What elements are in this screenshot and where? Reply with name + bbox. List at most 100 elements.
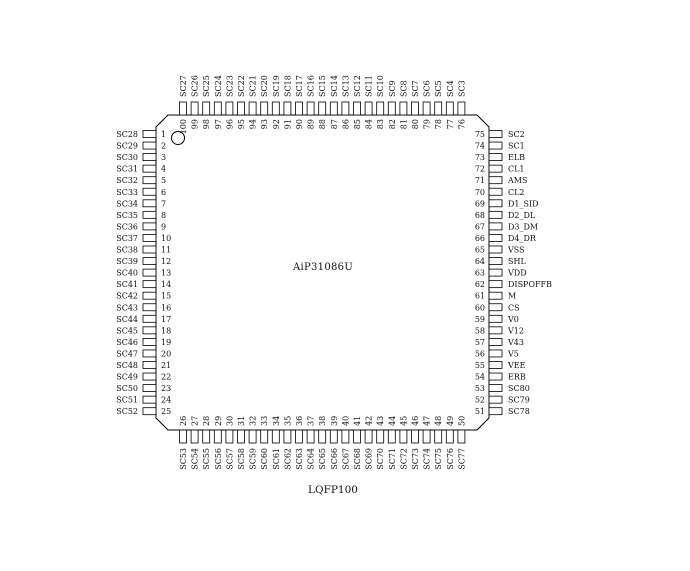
pin-number: 61 [475,292,485,301]
pin-number: 72 [475,165,485,174]
pin-name: SC45 [116,326,138,335]
pin-number: 31 [237,416,246,426]
pin-lead [142,361,157,369]
pin-name: SC34 [116,199,138,208]
pin-number: 54 [475,373,485,382]
pin-name: SC6 [423,80,432,97]
pin-lead [488,234,503,242]
pin-lead [488,245,503,254]
pin-lead [142,153,157,162]
pin-lead [318,429,327,444]
pin-number: 5 [161,176,166,185]
pin-name: V5 [507,349,519,358]
pin1-marker [171,131,185,145]
pin-number: 91 [283,119,292,129]
pin-lead [353,429,361,444]
pin-name: SC15 [318,75,327,97]
pin-lead [202,429,211,444]
pin-lead [248,429,257,444]
pin-number: 49 [446,416,455,426]
pin-name: SC8 [399,80,408,97]
pin-number: 14 [161,280,171,289]
pin-number: 87 [330,119,339,129]
pin-number: 55 [475,361,485,370]
pin-name: SHL [508,257,526,266]
pin-lead [271,101,280,116]
pin-lead [283,429,292,444]
pin-lead [142,245,157,254]
pin-number: 3 [161,153,166,162]
pin-name: SC18 [283,75,292,97]
pin-lead [142,130,157,138]
pin-lead [488,384,503,393]
pin-lead [202,101,211,116]
pin-number: 43 [376,416,385,426]
pin-lead [341,101,350,116]
pin-name: SC47 [116,349,138,358]
pin-number: 39 [330,416,339,426]
pin-number: 34 [272,416,281,426]
pin-lead [190,101,199,116]
pin-name: D1_SID [508,199,539,208]
pin-number: 22 [161,373,171,382]
pin-lead [142,337,157,346]
pin-number: 40 [341,416,350,426]
pin-number: 19 [161,338,171,347]
pin-lead [306,101,315,116]
pin-lead [488,372,503,381]
pin-lead [399,101,408,116]
pin-number: 84 [365,119,374,129]
pin-name: SC69 [365,448,374,470]
pin-number: 89 [307,119,316,129]
pin-lead [142,210,157,219]
pin-number: 37 [307,416,316,426]
pin-number: 67 [475,222,485,231]
pin-name: VDD [507,269,527,278]
pin-number: 77 [446,119,455,129]
pin-name: SC79 [508,396,530,405]
pin-lead [142,280,157,289]
pin-number: 81 [399,119,408,129]
pin-number: 9 [161,222,166,231]
pin-number: 95 [237,119,246,129]
pin-number: 13 [161,269,171,278]
pin-number: 25 [161,407,171,416]
pin-name: SC5 [434,80,443,97]
pin-name: SC41 [116,280,138,289]
pin-lead [387,101,396,116]
pin-number: 93 [260,119,269,129]
bottom-pin-group: SC5326SC5427SC5528SC5629SC5730SC5831SC59… [179,416,466,470]
pin-name: SC28 [116,130,138,139]
pin-lead [213,429,222,444]
pin-lead [248,101,257,116]
pin-number: 70 [475,188,485,197]
pin-number: 18 [161,326,171,335]
pin-number: 56 [475,349,485,358]
pin-number: 29 [214,416,223,426]
pin-name: SC30 [116,153,138,162]
pin-name: ERB [508,373,526,382]
pin-number: 97 [214,119,223,129]
pin-lead [488,130,503,138]
pin-number: 63 [475,269,485,278]
pin-lead [142,326,157,335]
pin-name: SC44 [116,315,138,324]
pin-lead [142,257,157,265]
pin-name: SC68 [353,448,362,470]
pin-lead [488,303,503,312]
pin-number: 71 [475,176,485,185]
pin-number: 6 [161,188,166,197]
pin-number: 47 [423,416,432,426]
pin-name: SC40 [116,269,138,278]
pin-number: 20 [161,349,171,358]
pin-number: 80 [411,119,420,129]
top-pin-group: SC27100SC2699SC2598SC2497SC2396SC2295SC2… [179,75,466,134]
pin-name: SC66 [330,448,339,470]
pin-lead [142,187,157,196]
pin-name: SC26 [191,75,200,97]
pin-name: SC38 [116,246,138,255]
pin-lead [329,429,338,444]
pin-number: 42 [365,416,374,426]
pin-name: SC31 [116,165,138,174]
pin-number: 7 [161,199,166,208]
